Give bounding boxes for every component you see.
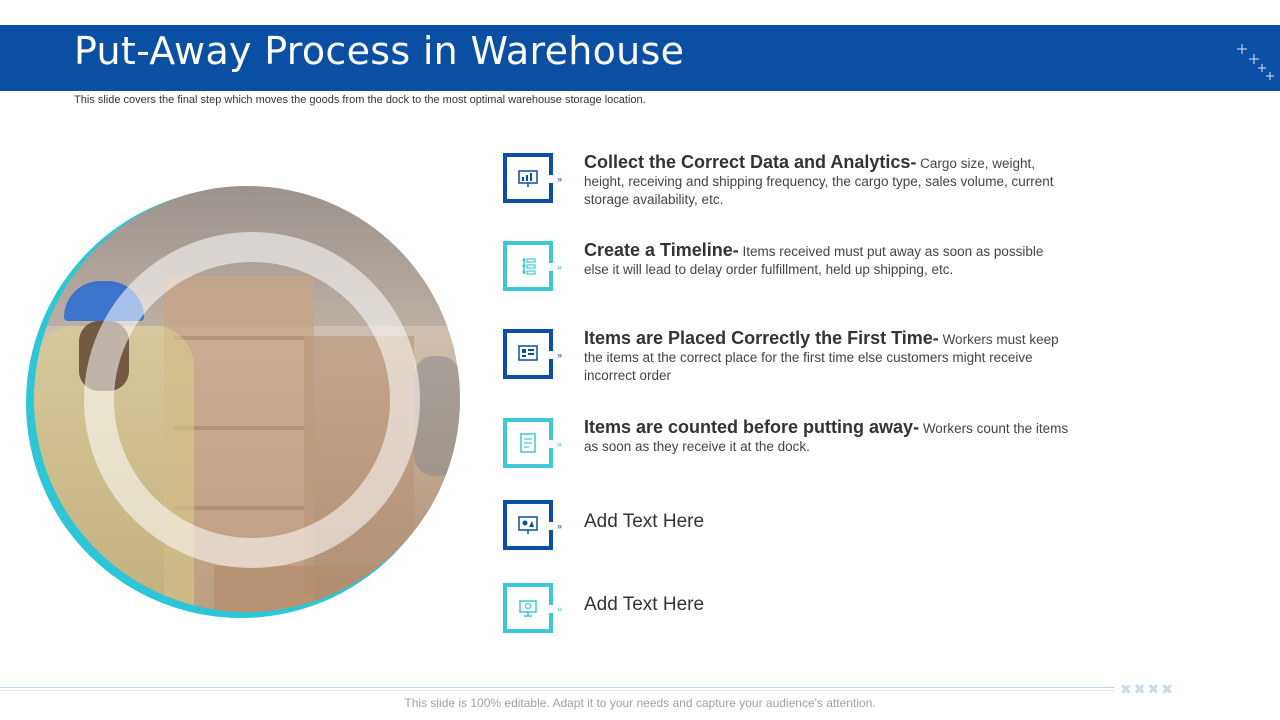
warehouse-photo [34,186,460,612]
footer-text: This slide is 100% editable. Adapt it to… [404,696,876,710]
slide-subtitle: This slide covers the final step which m… [74,94,646,106]
sparkle-icon [1237,44,1274,80]
presentation-icon [518,516,538,534]
icon-box: » [503,153,562,203]
title-bar [0,25,1280,91]
item-description: Cargo size, weight, height, receiving an… [584,156,1054,207]
item-text: Items are Placed Correctly the First Tim… [584,329,1069,385]
item-text: Add Text Here [584,594,1069,615]
icon-box: » [503,500,562,550]
footer-divider [0,687,1114,688]
checklist-icon [520,433,536,453]
slide-title: Put-Away Process in Warehouse [74,29,685,73]
icon-box: » [503,583,562,633]
glass-ring-decor [84,232,420,568]
monitor-icon [519,600,537,617]
item-description: Items received must put away as soon as … [584,244,1044,277]
timeline-icon [522,258,536,275]
item-title: Add Text Here [584,594,705,615]
icon-box: » [503,241,562,291]
item-text: Add Text Here [584,511,1069,532]
item-description: Workers count the items as soon as they … [584,421,1069,454]
item-title: Collect the Correct Data and Analytics- [584,152,917,172]
item-text: Items are counted before putting away- W… [584,418,1069,456]
footer-decor-icon: ✖✖✖✖ [1120,681,1175,697]
item-title: Add Text Here [584,511,705,532]
icon-box: » [503,329,562,379]
placement-icon [518,345,538,361]
item-text: Create a Timeline- Items received must p… [584,241,1069,279]
analytics-icon [518,170,538,187]
footer-divider [0,690,1114,691]
item-title: Create a Timeline- [584,240,739,260]
item-title: Items are counted before putting away- [584,417,920,437]
item-text: Collect the Correct Data and Analytics- … [584,153,1069,209]
item-description: Workers must keep the items at the corre… [584,332,1059,383]
icon-box: » [503,418,562,468]
item-title: Items are Placed Correctly the First Tim… [584,328,939,348]
